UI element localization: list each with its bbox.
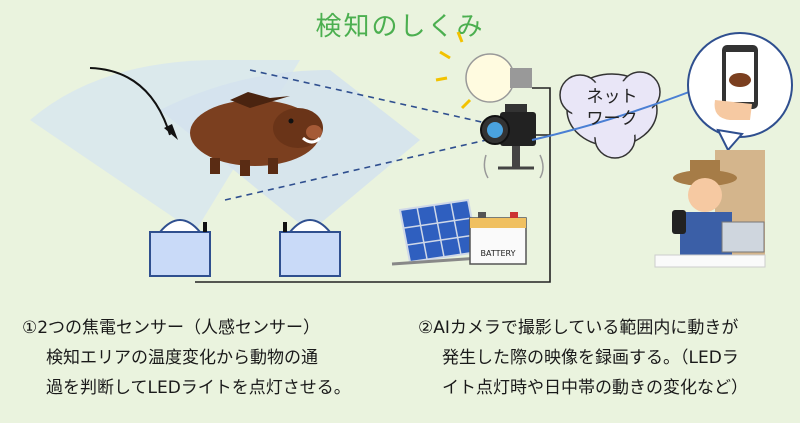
description-sensor-line2: 検知エリアの温度変化から動物の通 bbox=[46, 348, 318, 368]
boar bbox=[190, 92, 323, 176]
description-camera-line1: ②AIカメラで撮影している範囲内に動きが bbox=[418, 318, 739, 338]
smartphone-bubble bbox=[687, 32, 793, 152]
led-light bbox=[435, 31, 532, 110]
description-sensor-line3: 過を判断してLEDライトを点灯させる。 bbox=[46, 378, 351, 398]
description-sensor: ①2つの焦電センサー（人感センサー） 検知エリアの温度変化から動物の通 過を判断… bbox=[22, 313, 402, 403]
boar-path-arrow bbox=[89, 67, 171, 136]
pyroelectric-sensor-left bbox=[149, 219, 211, 277]
description-camera-line2: 発生した際の映像を録画する。（LEDラ bbox=[442, 348, 739, 368]
pyroelectric-sensor-right bbox=[279, 219, 341, 277]
wire-main bbox=[195, 87, 551, 283]
diagram-title: 検知のしくみ bbox=[315, 12, 485, 42]
solar-panel bbox=[391, 198, 481, 266]
battery-label: BATTERY bbox=[481, 249, 516, 258]
camera-view-line-top bbox=[249, 69, 496, 126]
camera-view-line-bottom bbox=[224, 137, 496, 201]
battery: BATTERY bbox=[469, 212, 527, 265]
diagram-illustration: BATTERY bbox=[30, 31, 793, 283]
farmer bbox=[654, 150, 766, 268]
description-camera: ②AIカメラで撮影している範囲内に動きが 発生した際の映像を録画する。（LEDラ… bbox=[418, 313, 793, 403]
network-label-line1: ネット bbox=[586, 87, 638, 107]
description-sensor-line1: ①2つの焦電センサー（人感センサー） bbox=[22, 318, 321, 338]
ai-camera bbox=[480, 104, 544, 179]
network-label: ネット ワーク bbox=[580, 86, 644, 130]
network-label-line2: ワーク bbox=[586, 109, 638, 129]
arrow-head bbox=[164, 124, 178, 140]
description-camera-line3: イト点灯時や日中帯の動きの変化など） bbox=[442, 378, 748, 398]
